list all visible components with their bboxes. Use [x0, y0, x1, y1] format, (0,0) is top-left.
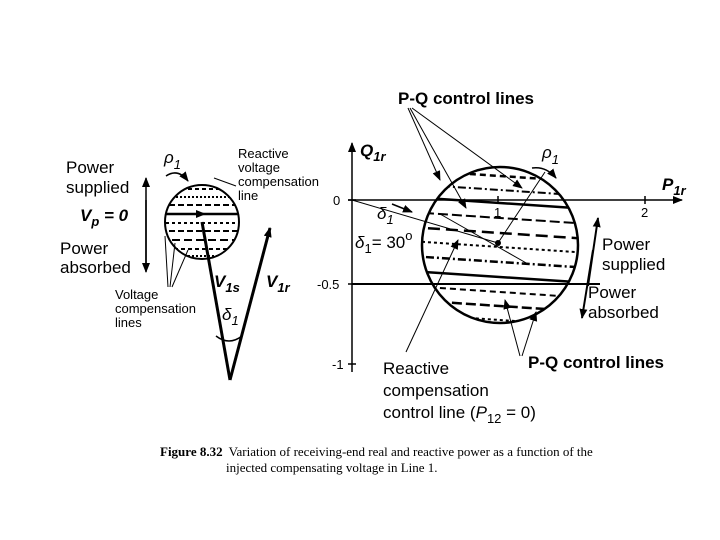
delta-pointer [391, 203, 413, 213]
q-axis-label: Q1r [360, 141, 386, 164]
voltage-comp-label-3: lines [115, 315, 142, 330]
x-tick-label-1: 1 [494, 205, 501, 220]
voltage-comp-label-2: compensation [115, 301, 196, 316]
reactive-comp-label-4: line [238, 188, 258, 203]
reactive-control-pointer [405, 239, 459, 353]
right-rho-label: ρ1 [541, 143, 559, 167]
y-tick-label-neg05: -0.5 [317, 277, 339, 292]
pq-circle [420, 165, 580, 325]
right-power-absorbed-label-2: absorbed [588, 303, 659, 322]
pq-top-pointer-1 [407, 107, 441, 181]
right-delta-label: δ1 [377, 204, 394, 227]
vp-label: Vp = 0 [80, 206, 129, 229]
right-power-absorbed-label: Power [588, 283, 637, 302]
left-power-supplied-label-2: supplied [66, 178, 129, 197]
v1s-phasor [200, 221, 232, 381]
pq-top-pointer-2 [409, 107, 467, 209]
pq-top-label: P-Q control lines [398, 89, 534, 108]
v1s-label: V1s [214, 272, 240, 295]
right-power-supplied-label-2: supplied [602, 255, 665, 274]
v1r-phasor [228, 227, 272, 381]
reactive-control-label-3: control line (P12 = 0) [383, 403, 536, 426]
pq-top-pointer-3 [411, 107, 523, 189]
left-rho-arrow [165, 171, 189, 182]
y-tick-label-0: 0 [333, 193, 340, 208]
left-power-absorbed-label: Power [60, 239, 109, 258]
left-phasor-diagram: Power supplied Vp = 0 Power absorbed ρ1 … [60, 146, 319, 381]
reactive-control-label: Reactive [383, 359, 449, 378]
left-delta-label: δ1 [222, 305, 239, 328]
right-rho-arrow [531, 166, 557, 179]
reactive-control-label-2: compensation [383, 381, 489, 400]
left-power-supplied-label: Power [66, 158, 115, 177]
voltage-comp-pointer-2 [171, 249, 189, 288]
left-rho-label: ρ1 [163, 148, 181, 172]
delta-reference-line [351, 199, 499, 244]
reactive-line-pointer [213, 177, 237, 187]
left-power-absorbed-label-2: absorbed [60, 258, 131, 277]
caption-line-2: injected compensating voltage in Line 1. [226, 460, 438, 475]
voltage-comp-pointer-1 [169, 242, 176, 288]
reactive-comp-label-2: voltage [238, 160, 280, 175]
x-tick-label-2: 2 [641, 205, 648, 220]
reactive-comp-label-3: compensation [238, 174, 319, 189]
reactive-control-line [439, 213, 529, 265]
voltage-comp-pointer-3 [164, 235, 169, 288]
right-power-supplied-label: Power [602, 235, 651, 254]
right-pq-diagram: P-Q control lines P-Q control lines Q1r … [317, 89, 687, 426]
radius-to-rho [497, 171, 546, 244]
p-axis-label: P1r [662, 175, 687, 198]
v1r-label: V1r [266, 272, 291, 295]
pq-bottom-pointer-1 [503, 299, 521, 357]
pq-bottom-pointer-2 [521, 311, 538, 357]
left-delta-arc [215, 335, 243, 342]
pq-bottom-label: P-Q control lines [528, 353, 664, 372]
reactive-comp-label: Reactive [238, 146, 289, 161]
y-tick-label-neg1: -1 [332, 357, 344, 372]
delta-equals-label: δ1= 30o [355, 228, 412, 256]
power-down-arrow [579, 249, 594, 319]
voltage-comp-label: Voltage [115, 287, 158, 302]
